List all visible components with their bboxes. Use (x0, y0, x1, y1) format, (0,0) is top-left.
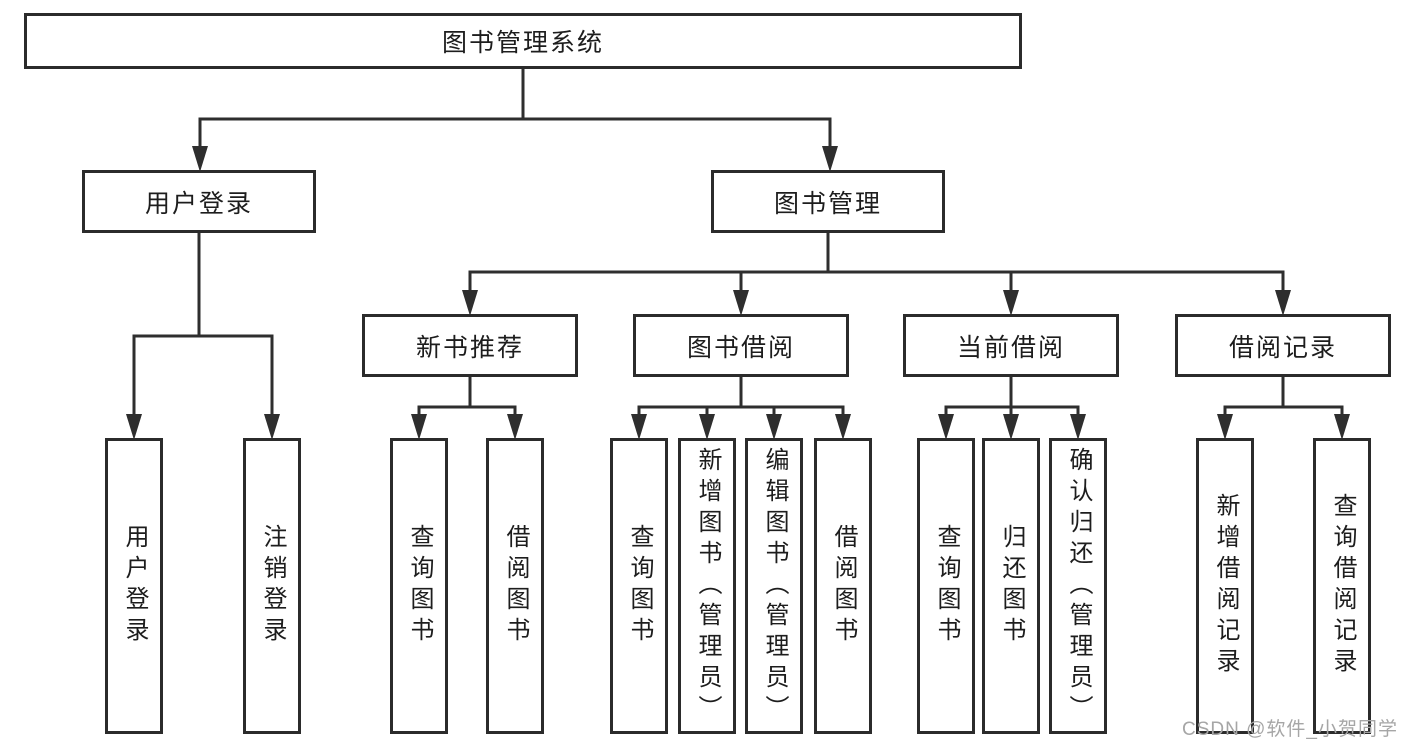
node-leaf-borrow-book-2: 借阅图书 (814, 438, 872, 734)
arrow-down-icon (264, 414, 280, 440)
node-label: 查询图书 (626, 524, 653, 648)
node-label: 归还图书 (998, 524, 1025, 648)
arrow-down-icon (462, 290, 478, 316)
branch-book-borrow (637, 377, 845, 416)
arrow-down-icon (126, 414, 142, 440)
arrow-down-icon (1070, 414, 1086, 440)
node-label: 查询图书 (406, 524, 433, 648)
node-label: 图书管理 (773, 189, 882, 218)
branch-borrow-records-arrowheads (1217, 414, 1350, 440)
arrow-down-icon (192, 146, 208, 172)
node-label: 借阅图书 (502, 524, 529, 648)
node-leaf-query-book-2: 查询图书 (610, 438, 668, 734)
arrow-down-icon (1217, 414, 1233, 440)
node-label: 用户登录 (121, 524, 148, 648)
node-label: 当前借阅 (956, 333, 1065, 362)
node-leaf-query-book-1: 查询图书 (390, 438, 448, 734)
node-leaf-edit-book-admin: 编辑图书（管理员） (745, 438, 803, 734)
node-label: 确认归还（管理员） (1065, 446, 1092, 726)
node-label: 新增借阅记录 (1212, 493, 1239, 679)
arrow-down-icon (1275, 290, 1291, 316)
node-label: 图书借阅 (686, 333, 795, 362)
node-leaf-add-book-admin: 新增图书（管理员） (678, 438, 736, 734)
branch-book-borrow-arrowheads (631, 414, 851, 440)
arrow-down-icon (699, 414, 715, 440)
branch-root (198, 69, 832, 148)
node-borrow-records: 借阅记录 (1175, 314, 1391, 377)
arrow-down-icon (1334, 414, 1350, 440)
arrow-down-icon (1003, 414, 1019, 440)
node-label: 查询图书 (933, 524, 960, 648)
branch-book-management-arrowheads (462, 290, 1291, 316)
arrow-down-icon (766, 414, 782, 440)
arrow-down-icon (733, 290, 749, 316)
node-label: 查询借阅记录 (1329, 493, 1356, 679)
node-user-login: 用户登录 (82, 170, 316, 233)
arrow-down-icon (835, 414, 851, 440)
branch-new-book-recommend-arrowheads (411, 414, 523, 440)
node-leaf-logout: 注销登录 (243, 438, 301, 734)
node-label: 新书推荐 (415, 333, 524, 362)
node-book-borrow: 图书借阅 (633, 314, 849, 377)
node-leaf-borrow-book-1: 借阅图书 (486, 438, 544, 734)
node-leaf-add-borrow-record: 新增借阅记录 (1196, 438, 1254, 734)
arrow-down-icon (822, 146, 838, 172)
node-leaf-return-book: 归还图书 (982, 438, 1040, 734)
node-library-management-system: 图书管理系统 (24, 13, 1022, 69)
arrow-down-icon (1003, 290, 1019, 316)
node-leaf-confirm-return-admin: 确认归还（管理员） (1049, 438, 1107, 734)
node-new-book-recommend: 新书推荐 (362, 314, 578, 377)
branch-root-arrowheads (192, 146, 838, 172)
arrow-down-icon (411, 414, 427, 440)
csdn-watermark: CSDN @软件_小贺同学 (1182, 719, 1398, 740)
node-leaf-query-book-3: 查询图书 (917, 438, 975, 734)
branch-current-borrow (944, 377, 1080, 416)
node-label: 编辑图书（管理员） (761, 446, 788, 726)
branch-book-management (468, 233, 1285, 292)
arrow-down-icon (507, 414, 523, 440)
arrow-down-icon (938, 414, 954, 440)
node-label: 新增图书（管理员） (694, 446, 721, 726)
branch-borrow-records (1223, 377, 1344, 416)
branch-current-borrow-arrowheads (938, 414, 1086, 440)
node-label: 借阅记录 (1228, 333, 1337, 362)
node-label: 借阅图书 (830, 524, 857, 648)
node-label: 用户登录 (144, 189, 253, 218)
branch-user-login-arrowheads (126, 414, 280, 440)
node-leaf-query-borrow-record: 查询借阅记录 (1313, 438, 1371, 734)
node-current-borrow: 当前借阅 (903, 314, 1119, 377)
node-book-management: 图书管理 (711, 170, 945, 233)
branch-user-login (132, 233, 274, 416)
arrow-down-icon (631, 414, 647, 440)
node-label: 注销登录 (259, 524, 286, 648)
node-leaf-user-login: 用户登录 (105, 438, 163, 734)
node-label: 图书管理系统 (441, 29, 604, 57)
branch-new-book-recommend (417, 377, 517, 416)
